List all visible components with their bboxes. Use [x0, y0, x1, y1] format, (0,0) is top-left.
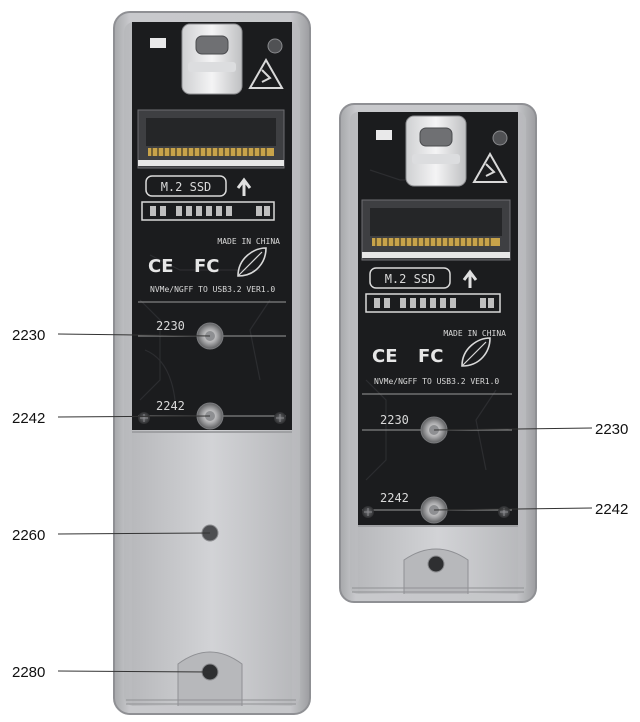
left-ce-mark: CE: [148, 256, 174, 277]
callout-left-2230: 2230: [12, 327, 45, 344]
left-esd-warning-icon: [248, 57, 284, 89]
right-bottom-hole: [427, 555, 445, 573]
callouts-left: 2230 2242 2260 2280: [12, 327, 211, 681]
left-silk-2230: 2230: [156, 319, 185, 333]
right-leaf-icon: [461, 337, 491, 367]
right-m2-edge-outline: [365, 293, 501, 313]
left-made-in-label: MADE IN CHINA: [217, 237, 280, 246]
left-fc-mark: FC: [194, 256, 220, 277]
left-usb-c-port: [181, 23, 243, 95]
right-made-in-label: MADE IN CHINA: [443, 329, 506, 338]
left-enclosure: M.2 SSD MADE IN CHINA CE FC NVMe/NGFF TO…: [113, 11, 311, 715]
left-leaf-icon: [237, 247, 267, 277]
callout-right-2242: 2242: [595, 501, 628, 518]
right-arrow-up-icon: [462, 269, 478, 288]
callout-left-2242: 2242: [12, 410, 45, 427]
right-silk-2230: 2230: [380, 413, 409, 427]
left-silk-2242: 2242: [156, 399, 185, 413]
left-usb-c-opening: [195, 35, 229, 55]
right-fc-mark: FC: [418, 346, 444, 367]
right-ce-mark: CE: [372, 346, 398, 367]
right-enclosure: M.2 SSD MADE IN CHINA CE FC NVMe/NGFF TO…: [339, 103, 537, 603]
left-m2-edge-outline: [141, 201, 275, 221]
right-usb-c-port: [405, 115, 467, 187]
left-model-line: NVMe/NGFF TO USB3.2 VER1.0: [150, 285, 275, 294]
callout-left-2260: 2260: [12, 527, 45, 544]
right-usb-c-opening: [419, 127, 453, 147]
left-arrow-up-icon: [236, 177, 252, 196]
left-pcb-traces: [139, 254, 271, 401]
right-m2-ssd-label: M.2 SSD: [385, 272, 436, 286]
right-esd-warning-icon: [472, 151, 508, 183]
right-silk-2242: 2242: [380, 491, 409, 505]
right-m2-ssd-box: [369, 267, 451, 289]
left-m2-ssd-box: [145, 175, 227, 197]
callouts-right: 2230 2242: [433, 421, 628, 518]
callout-right-2230: 2230: [595, 421, 628, 438]
right-model-line: NVMe/NGFF TO USB3.2 VER1.0: [374, 377, 499, 386]
callout-left-2280: 2280: [12, 664, 45, 681]
left-m2-ssd-label: M.2 SSD: [161, 180, 212, 194]
